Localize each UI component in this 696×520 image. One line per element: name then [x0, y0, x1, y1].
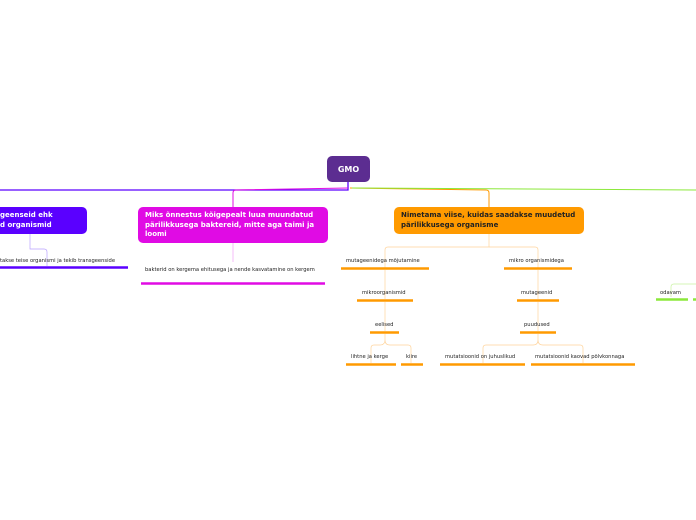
leaf-lihtne-ja-kerge[interactable]: lihtne ja kerge — [351, 354, 389, 360]
leaf-kiire[interactable]: kiire — [406, 354, 418, 360]
link-orange-right — [489, 246, 539, 268]
leaf-mutageenid[interactable]: mutageenid — [521, 290, 553, 296]
leaf-odavam[interactable]: odavam — [660, 290, 681, 296]
leaf-puudused[interactable]: puudused — [524, 322, 550, 328]
root-node-gmo[interactable]: GMO — [327, 156, 370, 182]
leaf-mutatsioonid-kaovad[interactable]: mutatsioonid kaovad põlvkonnaga — [535, 354, 625, 360]
link-orange-left — [384, 234, 490, 268]
leaf-orange-left[interactable]: mutageenidega mõjutamine — [346, 258, 420, 264]
link-root-green — [351, 187, 696, 191]
leaf-eelised[interactable]: eelised — [375, 322, 394, 328]
link-blue-child — [29, 234, 48, 266]
leaf-orange-right[interactable]: mikro organismidega — [509, 258, 564, 264]
link-root-magenta — [232, 187, 349, 207]
leaf-mutatsioonid-juhuslikud[interactable]: mutatsioonid on juhuslikud — [445, 354, 516, 360]
leaf-magenta-child[interactable]: bakterid on kergema ehitusega ja nende k… — [145, 267, 315, 273]
link-root-orange — [349, 187, 490, 207]
topic-node-viisid[interactable]: Nimetama viise, kuidas saadakse muudetud… — [394, 207, 584, 234]
topic-label-line-2: d organismid — [0, 220, 52, 229]
topic-node-miks-bakterid[interactable]: Miks õnnestus kõigepealt luua muundatud … — [138, 207, 328, 243]
link-right-leaves — [482, 334, 584, 363]
topic-node-transgeensed[interactable]: geenseid ehk d organismid — [0, 207, 87, 234]
link-root-blue — [0, 182, 349, 191]
topic-label-line-1: geenseid ehk — [0, 211, 53, 219]
leaf-blue-child[interactable]: takse teise organismi ja tekib transgeen… — [0, 258, 116, 264]
link-left-leaves — [370, 334, 412, 363]
link-green-child — [670, 283, 696, 297]
leaf-mikroorganismid[interactable]: mikroorganismid — [362, 290, 406, 296]
